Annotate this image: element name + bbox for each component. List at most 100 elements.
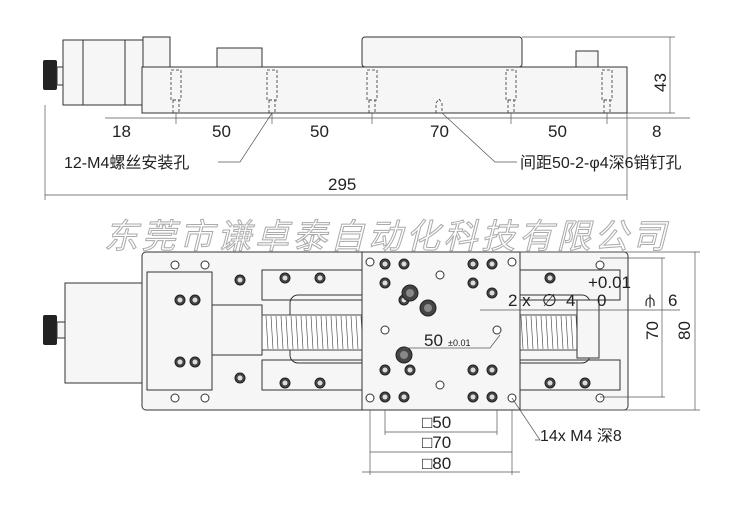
dim-80-vertical: 80 [675,321,694,340]
screw-hole-inner [407,367,413,373]
screw-hole-inner [547,275,553,281]
tapped-holes-label: 14x M4 深8 [540,427,622,445]
thread-line [550,315,554,350]
thread-line [340,315,344,350]
screw-hole-inner [382,394,388,400]
pin-hole [492,325,502,335]
thread-line [305,315,309,350]
pin-hole [365,257,375,267]
thread-line [265,315,269,350]
screw-hole-inner [470,394,476,400]
thread-line [330,315,334,350]
knob-icon [43,60,57,90]
thread-line [525,315,529,350]
thread-line [280,315,284,350]
coupling-housing [142,36,171,68]
dim-43: 43 [651,73,670,92]
thread-line [535,315,539,350]
thread-line [540,315,544,350]
screw-hole-inner [237,277,243,283]
screw-hole-inner [192,297,198,303]
thread-line [530,315,534,350]
screw-hole-inner [382,367,388,373]
thread-line [545,315,549,350]
screw-hole-inner [401,261,407,267]
pin-hole [365,393,375,403]
pin-hole [380,325,390,335]
screw-hole-inner [401,394,407,400]
thread-line [315,315,319,350]
knob-icon-2 [43,315,57,345]
screw-hole-label: 12-M4螺丝安装孔 [64,154,189,172]
thread-line [290,315,294,350]
thread-line [320,315,324,350]
stepper-motor-plan [64,282,143,384]
thread-line [350,315,354,350]
thread-line [285,315,289,350]
screw-hole-inner [470,261,476,267]
depth-icon: ⫛ [645,291,655,310]
screw-hole-inner [382,280,388,286]
counterbore-inner [424,304,432,312]
carriage [361,36,523,68]
thread-line [560,315,564,350]
pin-hole [170,393,180,403]
screw-hole-inner [237,375,243,381]
pin-hole [595,260,605,270]
counterbore-inner [406,289,414,297]
dim-8: 8 [652,122,661,141]
thread-line [555,315,559,350]
thread-line [345,315,349,350]
thread-line [275,315,279,350]
thread-line [520,315,524,350]
dim-18: 18 [112,122,131,141]
dim-295: 295 [328,175,356,194]
thread-line [570,315,574,350]
pin-hole [435,380,445,390]
pitch-value: 50 [424,331,443,350]
pin-hole [435,270,445,280]
screw-hole-inner [317,380,323,386]
dim-70-vertical: 70 [643,321,662,340]
thread-line [300,315,304,350]
screw-hole-inner [547,380,553,386]
square-50: □50 [422,413,451,432]
screw-hole-inner [177,297,183,303]
screw-hole-inner [282,275,288,281]
screw-hole-inner [489,261,495,267]
pin-hole-label: 间距50-2-φ4深6销钉孔 [520,154,682,172]
plan-view: □50 □70 □80 14x M4 深8 70 80 2 x ∅ 4 +0.0… [43,251,700,475]
dim-50-b: 50 [310,122,329,141]
screw-hole-inner [582,380,588,386]
stepper-motor [62,39,144,106]
pin-count: 2 x [508,291,531,310]
tolerance-lower: 0 [597,291,606,310]
pin-hole [595,393,605,403]
dim-50-a: 50 [212,122,231,141]
screw-hole-inner [489,367,495,373]
thread-line [335,315,339,350]
square-80: □80 [422,454,451,473]
screw-hole-inner [470,367,476,373]
dim-50-c: 50 [548,122,567,141]
pin-diameter: 4 [566,291,575,310]
screw-hole-inner [317,275,323,281]
pitch-tolerance: ±0.01 [448,338,470,348]
screw-hole-inner [489,394,495,400]
screw-hole-inner [177,359,183,365]
pin-hole [507,257,517,267]
side-view: 18 50 50 70 50 8 43 295 12-M4螺丝安装孔 间距50-… [43,36,690,200]
thread-line [295,315,299,350]
screw-hole-inner [489,290,495,296]
rail-body [141,66,628,114]
square-70: □70 [422,433,451,452]
thread-line [270,315,274,350]
screw-hole-inner [382,261,388,267]
pin-hole [170,260,180,270]
pin-depth: 6 [668,291,677,310]
thread-line [355,315,359,350]
dim-70: 70 [430,122,449,141]
screw-hole-inner [282,380,288,386]
counterbore-inner [400,351,408,359]
thread-line [565,315,569,350]
